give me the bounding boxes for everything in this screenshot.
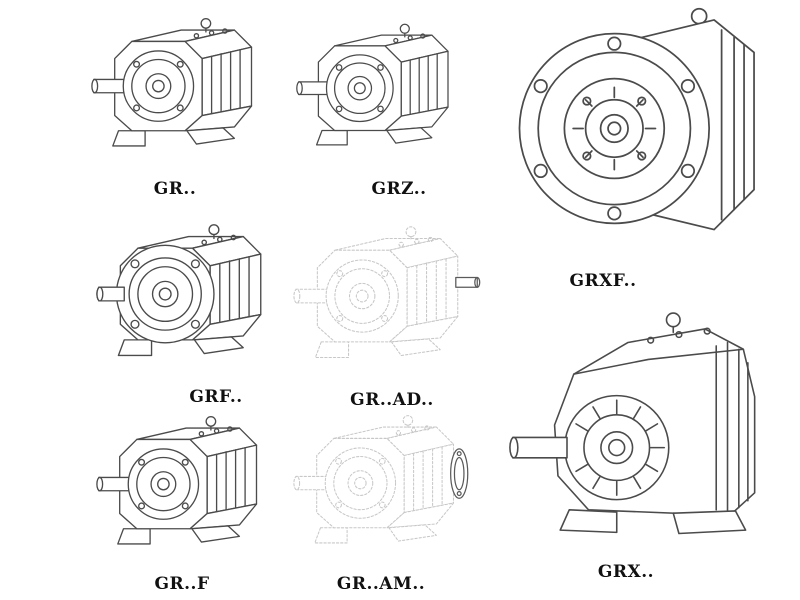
gearbox-iso-drawing-gr [90, 2, 280, 174]
figure-grz [295, 5, 475, 175]
model-label-grz: GRZ.. [371, 179, 427, 199]
input-shaft-adapter [455, 276, 481, 288]
model-label-gr-am: GR..AM.. [336, 574, 426, 594]
figure-grxf [498, 0, 793, 262]
gearbox-flange-drawing-grf [95, 210, 290, 382]
gearbox-iso-drawing-gr-f [95, 402, 285, 570]
figure-grf [95, 210, 290, 382]
model-label-grx: GRX.. [597, 562, 655, 582]
figure-gr [90, 2, 280, 174]
gearbox-front-drawing-grxf [498, 0, 793, 262]
gearbox-ghost-drawing-gr-am [292, 402, 469, 568]
figure-gr-f [95, 402, 285, 570]
figure-grx [495, 295, 795, 555]
model-label-grf: GRF.. [189, 387, 243, 407]
model-label-gr-f: GR..F [154, 574, 210, 594]
input-flange-adapter [450, 448, 469, 499]
gearbox-iso-drawing-grz [295, 5, 475, 175]
figure-gr-am [292, 402, 482, 568]
gearbox-ghost-drawing-gr-ad [292, 212, 481, 384]
model-label-grxf: GRXF.. [569, 271, 637, 291]
model-label-gr: GR.. [153, 179, 197, 199]
figure-gr-ad [292, 212, 487, 384]
gearbox-large-drawing-grx [495, 295, 795, 555]
model-label-gr-ad: GR..AD.. [350, 390, 434, 410]
